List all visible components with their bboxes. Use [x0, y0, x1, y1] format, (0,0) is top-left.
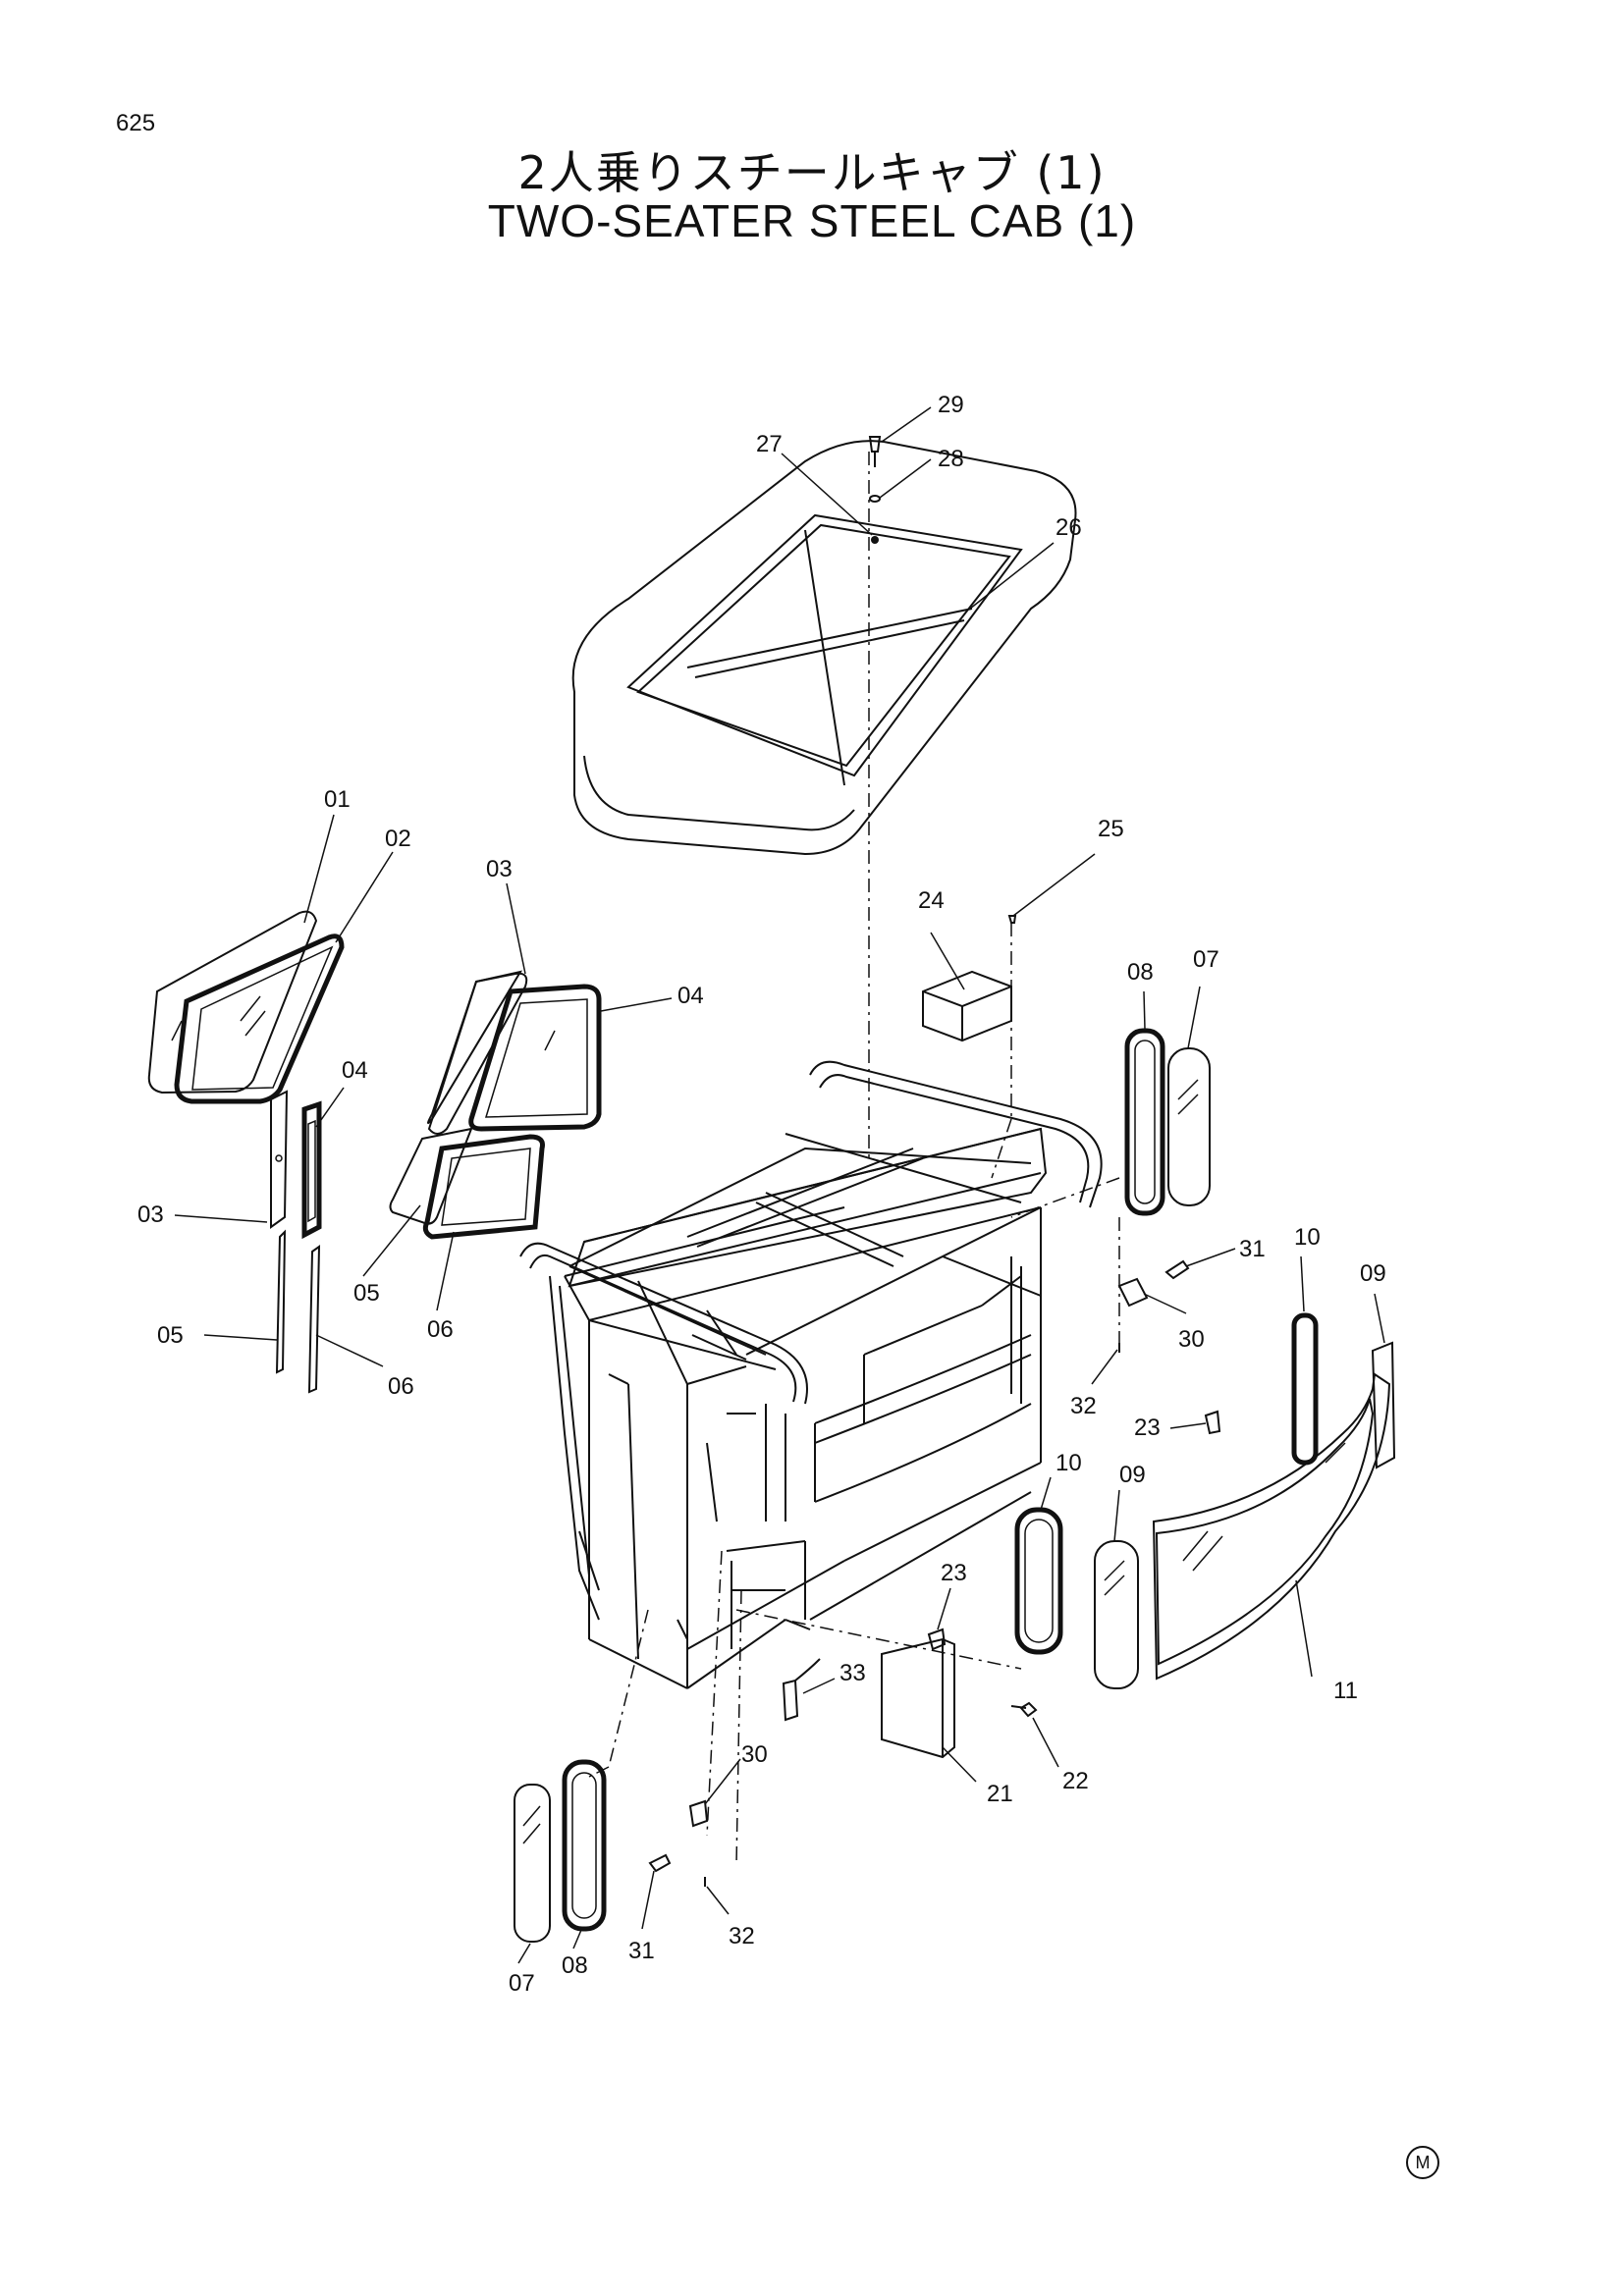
callout-32: 32	[729, 1923, 755, 1949]
upper-right-glass-07	[1167, 1047, 1211, 1206]
plate-21	[881, 1637, 955, 1759]
screw-25	[1007, 915, 1017, 924]
callout-09: 09	[1360, 1260, 1386, 1287]
callout-26: 26	[1056, 514, 1082, 541]
title-japanese: 2人乗りスチールキャブ (1)	[517, 146, 1107, 199]
callout-01: 01	[324, 786, 351, 813]
door-upper-glass-03	[427, 970, 528, 1135]
striker-31-lower	[648, 1853, 672, 1873]
title-english: TWO-SEATER STEEL CAB (1)	[487, 195, 1137, 246]
nut-27	[871, 536, 879, 544]
catch-30-upper	[1117, 1277, 1149, 1308]
callout-07: 07	[1193, 946, 1219, 973]
upper-right-seal-08	[1124, 1028, 1165, 1216]
callout-28: 28	[938, 446, 964, 472]
callout-03: 03	[137, 1201, 164, 1228]
side-small-glass-03	[270, 1090, 289, 1229]
callout-30: 30	[741, 1741, 768, 1768]
cab-body	[564, 1127, 1048, 1689]
washer-28	[869, 495, 881, 503]
callout-33: 33	[839, 1660, 866, 1686]
callout-06: 06	[388, 1373, 414, 1400]
left-window-seal-02	[174, 934, 345, 1104]
handrail	[519, 1060, 1103, 1621]
callout-10: 10	[1056, 1450, 1082, 1476]
callout-04: 04	[342, 1057, 368, 1084]
callout-03: 03	[486, 856, 513, 882]
side-strip-06	[307, 1245, 321, 1394]
box-24	[922, 970, 1012, 1042]
callout-08: 08	[1127, 959, 1154, 986]
callout-labels: 29 27 28 26 01 02 03 04 04 03 05 05 06 2…	[137, 392, 1386, 1997]
callout-30: 30	[1178, 1326, 1205, 1353]
callout-32: 32	[1070, 1393, 1097, 1419]
callout-31: 31	[628, 1938, 655, 1964]
right-front-glass-09	[1371, 1341, 1396, 1469]
callout-25: 25	[1098, 816, 1124, 842]
callout-27: 27	[756, 431, 783, 457]
bolt-22	[1010, 1701, 1038, 1718]
callout-23: 23	[941, 1560, 967, 1586]
callout-11: 11	[1333, 1678, 1358, 1704]
latch-23-lower	[927, 1628, 947, 1651]
callout-09: 09	[1119, 1462, 1146, 1488]
callout-24: 24	[918, 887, 945, 914]
bolt-29	[868, 436, 882, 467]
lower-left-seal-08	[562, 1759, 607, 1932]
side-small-seal-04	[301, 1100, 322, 1240]
callout-05: 05	[157, 1322, 184, 1349]
manufacturer-mark: M	[1406, 2146, 1439, 2179]
callout-31: 31	[1239, 1236, 1266, 1262]
callout-02: 02	[385, 826, 411, 852]
callout-05: 05	[353, 1280, 380, 1307]
door-lower-seal-06	[422, 1134, 545, 1240]
callout-29: 29	[938, 392, 964, 418]
right-front-seal-10	[1291, 1312, 1319, 1466]
bracket-33	[782, 1658, 821, 1722]
door-lower-glass-05	[389, 1127, 473, 1225]
page-number: 625	[116, 110, 156, 136]
lower-right-seal-10	[1014, 1507, 1063, 1655]
callout-04: 04	[677, 983, 704, 1009]
lower-right-glass-09	[1094, 1540, 1139, 1689]
callout-06: 06	[427, 1316, 454, 1343]
callout-08: 08	[562, 1952, 588, 1979]
callout-10: 10	[1294, 1224, 1321, 1251]
lower-left-glass-07	[514, 1784, 551, 1943]
latch-23-upper	[1204, 1410, 1221, 1435]
callout-07: 07	[509, 1970, 535, 1997]
leader-lines	[174, 406, 1385, 1964]
callout-23: 23	[1134, 1415, 1161, 1441]
side-strip-05	[275, 1229, 287, 1374]
front-windshield-11	[1152, 1372, 1391, 1681]
cab-roof-plates	[568, 1133, 1032, 1356]
catch-30-lower	[688, 1799, 709, 1828]
door-upper-seal-04	[468, 984, 602, 1132]
roof-panel	[571, 440, 1077, 856]
callout-22: 22	[1062, 1768, 1089, 1794]
striker-31-upper	[1164, 1259, 1190, 1280]
callout-21: 21	[987, 1781, 1013, 1807]
